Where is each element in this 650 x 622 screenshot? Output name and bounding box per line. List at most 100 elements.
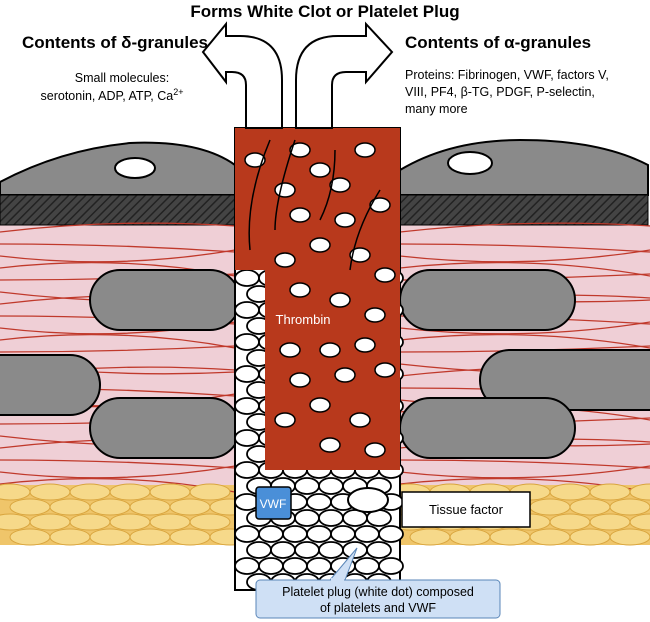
right-smooth-muscle-cell: [479, 349, 650, 411]
platelet: [282, 525, 308, 543]
platelet: [309, 237, 331, 253]
alpha-granules-heading: Contents of α-granules: [405, 33, 591, 52]
thrombin-label: Thrombin: [276, 312, 331, 327]
tissue-factor-box: [401, 491, 531, 528]
platelet: [318, 477, 344, 495]
fiber: [399, 465, 650, 479]
fat-cell: [29, 513, 71, 531]
platelet: [329, 292, 351, 308]
fat-cell: [69, 513, 111, 531]
platelet: [289, 282, 311, 298]
platelet: [364, 307, 386, 323]
fiber: [0, 249, 236, 263]
platelet: [274, 412, 296, 428]
platelet: [279, 342, 301, 358]
platelet: [234, 557, 260, 575]
fat-cell: [89, 528, 131, 546]
platelet: [274, 252, 296, 268]
callout-line-1: Platelet plug (white dot) composed: [282, 585, 474, 599]
vwf-label: VWF: [260, 497, 287, 511]
fat-cell: [529, 498, 571, 516]
platelet: [234, 301, 260, 319]
fat-cell: [449, 528, 491, 546]
fiber: [0, 333, 236, 349]
fiber: [399, 249, 650, 263]
delta-granules-heading: Contents of δ-granules: [22, 33, 208, 52]
platelet: [234, 365, 260, 383]
platelet: [309, 162, 331, 178]
platelet: [294, 477, 320, 495]
right-smooth-muscle-cell: [399, 397, 576, 459]
fat-cell: [0, 483, 31, 501]
platelet: [234, 525, 260, 543]
diagram-title: Forms White Clot or Platelet Plug: [190, 2, 459, 21]
fat-cell: [169, 528, 211, 546]
fiber: [0, 459, 236, 469]
fat-cell: [589, 483, 631, 501]
platelet: [289, 142, 311, 158]
fat-cell: [629, 483, 650, 501]
alpha-contents-line-3: many more: [405, 102, 468, 116]
alpha-contents-line-2: VIII, PF4, β-TG, PDGF, P-selectin,: [405, 85, 595, 99]
fat-cell: [589, 513, 631, 531]
left-fat-cells: [0, 483, 251, 546]
platelet: [258, 557, 284, 575]
platelet: [234, 429, 260, 447]
fat-cell: [609, 498, 650, 516]
platelet: [374, 267, 396, 283]
fiber: [399, 261, 650, 277]
fat-cell: [9, 498, 51, 516]
callout-line-2: of platelets and VWF: [320, 601, 436, 615]
callout-box: [255, 579, 501, 619]
large-platelet: [347, 487, 389, 513]
platelet: [282, 557, 308, 575]
platelet: [319, 437, 341, 453]
platelet: [294, 509, 320, 527]
platelet: [349, 247, 371, 263]
fat-cell: [29, 483, 71, 501]
right-endothelial-cell: [399, 138, 649, 196]
platelet: [354, 337, 376, 353]
right-vessel-wall: [389, 138, 650, 546]
platelet: [306, 493, 332, 511]
left-nucleus: [114, 157, 156, 179]
left-release-arrow: [201, 21, 283, 129]
fat-cell: [149, 513, 191, 531]
fiber: [399, 459, 650, 469]
fat-cell: [529, 528, 571, 546]
platelet: [354, 525, 380, 543]
fat-cell: [189, 513, 231, 531]
fat-cell: [629, 513, 650, 531]
platelet: [318, 509, 344, 527]
platelet: [309, 397, 331, 413]
vwf-box: [255, 486, 292, 520]
platelet: [334, 367, 356, 383]
left-smooth-muscle-cell: [89, 269, 241, 331]
platelet: [274, 182, 296, 198]
platelet: [364, 442, 386, 458]
fat-cell: [489, 528, 531, 546]
fat-cell: [49, 528, 91, 546]
platelet: [329, 177, 351, 193]
platelet: [289, 372, 311, 388]
platelet: [306, 557, 332, 575]
platelet: [246, 541, 272, 559]
platelet: [270, 541, 296, 559]
platelet: [234, 461, 260, 479]
fat-cell: [0, 513, 31, 531]
left-vessel-wall: [0, 141, 251, 546]
fat-cell: [149, 483, 191, 501]
platelet: [319, 342, 341, 358]
fat-cell: [569, 528, 611, 546]
fiber: [399, 243, 650, 253]
platelet: [306, 525, 332, 543]
fat-cell: [49, 498, 91, 516]
platelet: [330, 525, 356, 543]
delta-contents-line-1: Small molecules:: [75, 71, 169, 85]
right-basement-membrane: [399, 194, 649, 226]
platelet: [366, 541, 392, 559]
platelet: [349, 412, 371, 428]
fiber: [0, 222, 236, 233]
fat-cell: [129, 528, 171, 546]
